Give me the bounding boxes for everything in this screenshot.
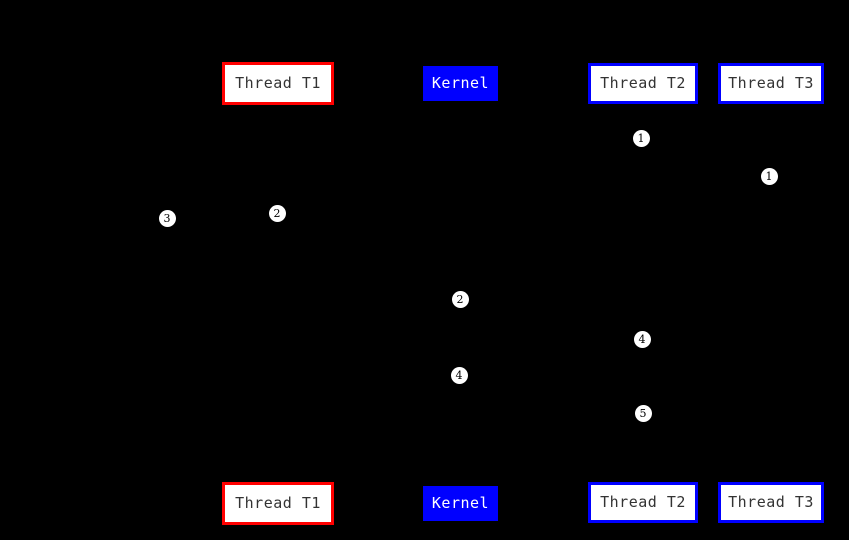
participant-label: Thread T3: [728, 493, 814, 511]
participant-label: Thread T3: [728, 74, 814, 92]
message-marker-msg-t3-1: 1: [760, 167, 778, 185]
participant-kernel-top[interactable]: Kernel: [423, 66, 498, 101]
participant-label: Kernel: [431, 74, 490, 92]
participant-t2-top[interactable]: Thread T2: [588, 63, 698, 104]
participant-label: Thread T1: [235, 74, 321, 92]
participant-t3-bottom[interactable]: Thread T3: [718, 482, 824, 523]
participant-label: Kernel: [431, 494, 490, 512]
message-marker-msg-t2-4: 4: [633, 330, 651, 348]
message-marker-msg-t2-5: 5: [634, 404, 652, 422]
participant-label: Thread T1: [235, 494, 321, 512]
participant-t2-bottom[interactable]: Thread T2: [588, 482, 698, 523]
lifeline-t1: [278, 105, 279, 482]
participant-label: Thread T2: [600, 74, 686, 92]
participant-t1-bottom[interactable]: Thread T1: [222, 482, 334, 525]
message-marker-msg-t1-2: 2: [268, 204, 286, 222]
participant-t3-top[interactable]: Thread T3: [718, 63, 824, 104]
message-marker-msg-t2-1: 1: [632, 129, 650, 147]
message-marker-msg-t1-3: 3: [158, 209, 176, 227]
participant-label: Thread T2: [600, 493, 686, 511]
lifeline-t2: [643, 104, 644, 482]
participant-t1-top[interactable]: Thread T1: [222, 62, 334, 105]
message-marker-msg-k-2: 2: [451, 290, 469, 308]
message-marker-msg-k-4: 4: [450, 366, 468, 384]
lifeline-t3: [771, 104, 772, 482]
participant-kernel-bottom[interactable]: Kernel: [423, 486, 498, 521]
